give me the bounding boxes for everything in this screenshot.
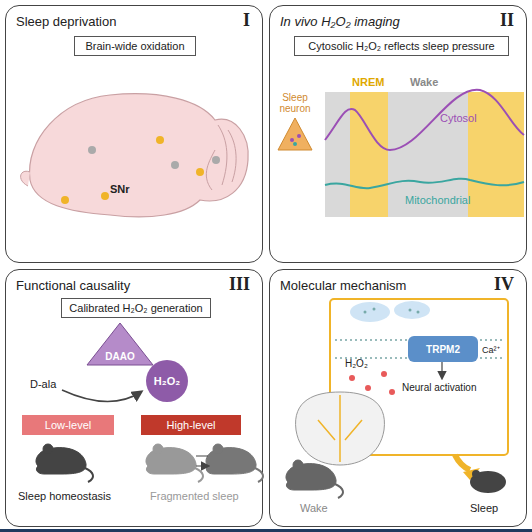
panel-numeral: III [229,274,250,295]
node-text: H₂O₂ [154,375,180,387]
node-text: Cytosolic H₂O₂ reflects sleep pressure [308,40,494,52]
ion-label: Ca²⁺ [482,343,500,356]
state-label: Wake [300,502,328,514]
region-label: SNr [110,183,130,195]
heading-box: Brain-wide oxidation [74,36,196,56]
panel-title: Sleep deprivation [16,14,116,29]
effect-label: Neural activation [402,382,476,393]
node-text: TRPM2 [426,344,460,355]
node-text: High-level [167,419,216,431]
cell-label: Sleep neuron [270,92,320,114]
panel-numeral: I [243,10,250,31]
panel-frame: Molecular mechanism IV TRPM2 [269,269,527,527]
outcome-label: Sleep homeostasis [18,490,111,502]
molecule-circle: H₂O₂ [146,360,188,402]
outcome-label: Fragmented sleep [150,490,239,502]
panel-frame: In vivo H₂O₂ imaging II Cytosolic H₂O₂ ref… [269,5,527,263]
triangle-shape [87,323,153,365]
panel-title: Molecular mechanism [280,278,406,293]
node-text: Low-level [45,419,91,431]
panel-frame: Sleep deprivation I Brain-wide oxidation [5,5,263,263]
panel-frame: Functional causality III Calibrated H₂O₂ g… [5,269,263,527]
state-label: Sleep [470,502,498,514]
state-label: NREM [352,76,384,88]
state-label: Wake [410,76,438,88]
panel-numeral: IV [494,274,514,295]
node-text: Brain-wide oxidation [85,40,184,52]
level-box: High-level [141,415,241,435]
enzyme-triangle: DAAO [86,322,154,366]
node-text: Calibrated H₂O₂ generation [69,302,202,314]
trace-label: Cytosol [440,112,477,124]
heading-box: Calibrated H₂O₂ generation [61,298,211,318]
heading-box: Cytosolic H₂O₂ reflects sleep pressure [294,36,509,56]
panel-title: In vivo H₂O₂ imaging [280,14,400,29]
trace-label: Mitochondrial [405,194,470,206]
bottom-rule [0,529,532,532]
panel-numeral: II [500,10,514,31]
substrate-label: D-ala [30,378,56,390]
level-box: Low-level [22,415,114,435]
molecule-label: H₂O₂ [345,358,368,369]
panel-title: Functional causality [16,278,130,293]
node-text: DAAO [105,351,134,362]
ion-channel: TRPM2 [408,336,478,362]
